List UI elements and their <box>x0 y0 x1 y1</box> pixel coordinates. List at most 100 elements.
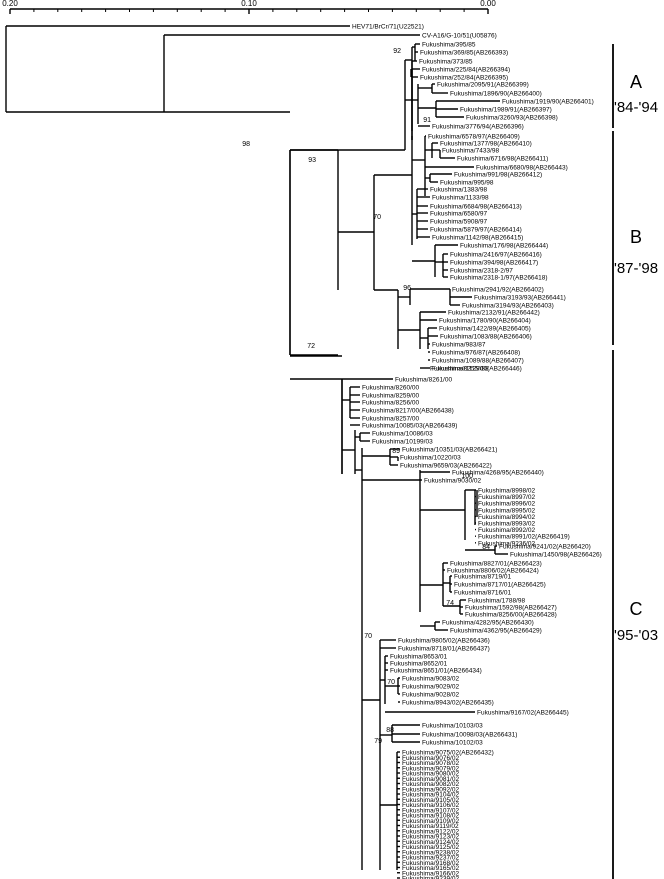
leaf-label: Fukushima/252/84(AB266395) <box>420 75 508 82</box>
leaf-label: Fukushima/10199/03 <box>372 439 433 446</box>
leaf-label: Fukushima/10086/03 <box>372 431 433 438</box>
leaf-label: Fukushima/10220/03 <box>400 455 461 462</box>
leaf-label: Fukushima/3193/93(AB266441) <box>474 295 566 302</box>
leaf-label: Fukushima/9083/02 <box>402 676 459 683</box>
leaf-label: Fukushima/2095/91(AB266399) <box>437 82 529 89</box>
leaf-label: Fukushima/9030/02 <box>424 478 481 485</box>
leaf-label: Fukushima/8995/02 <box>478 507 535 514</box>
leaf-label: Fukushima/9028/02 <box>402 692 459 699</box>
leaf-label: Fukushima/9125/02 <box>402 844 459 851</box>
leaf-label: Fukushima/373/85 <box>419 59 473 66</box>
bootstrap-value: 93 <box>308 157 316 164</box>
leaf-label: Fukushima/1129/88 <box>432 366 489 373</box>
bootstrap-value: 79 <box>374 738 382 745</box>
leaf-label: Fukushima/8260/00 <box>362 385 419 392</box>
bootstrap-value: 88 <box>386 727 394 734</box>
leaf-label: Fukushima/4282/95(AB266430) <box>442 620 534 627</box>
leaf-label: Fukushima/9106/02 <box>402 802 459 809</box>
leaf-label: Fukushima/6680/98(AB266443) <box>476 165 568 172</box>
leaf-label: Fukushima/9082/02 <box>402 781 459 788</box>
leaf-label: Fukushima/9165/02 <box>402 865 459 872</box>
leaf-label: Fukushima/9107/02 <box>402 807 459 814</box>
leaf-label: Fukushima/1450/98(AB266426) <box>510 552 602 559</box>
leaf-label: Fukushima/1896/90(AB266400) <box>450 91 542 98</box>
leaf-label: Fukushima/9241/02(AB266420) <box>499 544 591 551</box>
leaf-label: Fukushima/225/84(AB266394) <box>422 67 510 74</box>
leaf-label: Fukushima/8994/02 <box>478 514 535 521</box>
leaf-label: Fukushima/8993/02 <box>478 521 535 528</box>
leaf-label: Fukushima/1919/90(AB266401) <box>502 99 594 106</box>
bootstrap-value: 89 <box>392 448 400 455</box>
bootstrap-value: 70 <box>387 679 395 686</box>
leaf-label: Fukushima/995/98 <box>440 180 494 187</box>
leaf-label: Fukushima/9123/02 <box>402 834 459 841</box>
leaf-label: Fukushima/9075/02(AB266432) <box>402 750 494 757</box>
leaf-label: Fukushima/1422/89(AB266405) <box>439 326 531 333</box>
leaf-label: Fukushima/4362/95(AB266429) <box>450 628 542 635</box>
leaf-label: Fukushima/9109/02 <box>402 818 459 825</box>
leaf-label: Fukushima/2416/97(AB266416) <box>450 252 542 259</box>
scale-tick-label: 0.00 <box>480 0 496 8</box>
bootstrap-value: 74 <box>446 600 454 607</box>
leaf-label: Fukushima/1083/88(AB266406) <box>440 334 532 341</box>
leaf-label: Fukushima/8257/00 <box>362 416 419 423</box>
bootstrap-value: 70 <box>364 633 372 640</box>
leaf-label: Fukushima/8651/01(AB266434) <box>390 668 482 675</box>
leaf-label: Fukushima/369/85(AB266393) <box>420 50 508 57</box>
leaf-label: Fukushima/8719/01 <box>454 574 511 581</box>
leaf-label: Fukushima/8998/02 <box>478 488 535 495</box>
leaf-label: Fukushima/4268/95(AB266440) <box>452 470 544 477</box>
leaf-label: Fukushima/9076/02 <box>402 755 459 762</box>
leaf-label: Fukushima/6684/98(AB266413) <box>430 204 522 211</box>
leaf-label: Fukushima/8259/00 <box>362 393 419 400</box>
leaf-label: Fukushima/9104/02 <box>402 792 459 799</box>
leaf-label: Fukushima/9029/02 <box>402 684 459 691</box>
leaf-label: Fukushima/8717/01(AB266425) <box>454 582 546 589</box>
leaf-label: Fukushima/5879/97(AB266414) <box>430 227 522 234</box>
leaf-label: Fukushima/10351/03(AB266421) <box>402 447 497 454</box>
leaf-label: Fukushima/9078/02 <box>402 760 459 767</box>
scale-tick-label: 0.10 <box>241 0 257 8</box>
leaf-label: Fukushima/9166/02 <box>402 870 459 877</box>
scale-tick-label: 0.20 <box>2 0 18 8</box>
leaf-label: Fukushima/5908/97 <box>430 219 487 226</box>
leaf-label: Fukushima/9105/02 <box>402 797 459 804</box>
leaf-label: Fukushima/8256/00 <box>362 400 419 407</box>
cluster-letter: B <box>630 227 642 247</box>
leaf-label: Fukushima/9080/02 <box>402 771 459 778</box>
leaf-label: Fukushima/2318-1/97(AB266418) <box>450 275 548 282</box>
bootstrap-value: 100 <box>461 473 473 480</box>
leaf-label: Fukushima/9236/02 <box>478 540 535 547</box>
leaf-label: Fukushima/1377/98(AB266410) <box>440 141 532 148</box>
bootstrap-value: 70 <box>373 214 381 221</box>
leaf-label: Fukushima/9239/02 <box>402 876 459 879</box>
leaf-label: Fukushima/9168/02 <box>402 860 459 867</box>
leaf-label: Fukushima/9237/02 <box>402 855 459 862</box>
leaf-label: Fukushima/8261/00 <box>395 377 452 384</box>
cluster-years: '87-'98 <box>614 260 658 277</box>
leaf-label: Fukushima/10085/03(AB266439) <box>362 423 457 430</box>
leaf-label: Fukushima/3260/93(AB266398) <box>466 115 558 122</box>
leaf-label: Fukushima/991/98(AB266412) <box>454 172 542 179</box>
outgroup-label: CV-A16/G-10/51(U05876) <box>422 33 497 40</box>
bootstrap-value: 91 <box>423 117 431 124</box>
leaf-label: Fukushima/8991/02(AB266419) <box>478 534 570 541</box>
leaf-label: Fukushima/10098/03(AB266431) <box>422 732 517 739</box>
leaf-label: Fukushima/1383/98 <box>430 187 487 194</box>
leaf-label: Fukushima/9108/02 <box>402 813 459 820</box>
leaf-label: Fukushima/9659/03(AB266422) <box>400 463 492 470</box>
leaf-label: Fukushima/9167/02(AB266445) <box>477 710 569 717</box>
leaf-label: Fukushima/8997/02 <box>478 494 535 501</box>
leaf-label: Fukushima/8806/02(AB266424) <box>447 568 539 575</box>
leaf-label: Fukushima/394/98(AB266417) <box>450 260 538 267</box>
leaf-label: Fukushima/1089/88(AB266407) <box>432 358 524 365</box>
outgroup-label: HEV71/BrCr/71(U22521) <box>352 24 424 31</box>
leaf-label: Fukushima/9805/02(AB266436) <box>398 638 490 645</box>
leaf-label: Fukushima/7433/98 <box>442 148 499 155</box>
leaf-label: Fukushima/9119/02 <box>402 823 459 830</box>
bootstrap-value: 92 <box>393 48 401 55</box>
bootstrap-value: 96 <box>403 285 411 292</box>
leaf-label: Fukushima/8716/01 <box>454 590 511 597</box>
